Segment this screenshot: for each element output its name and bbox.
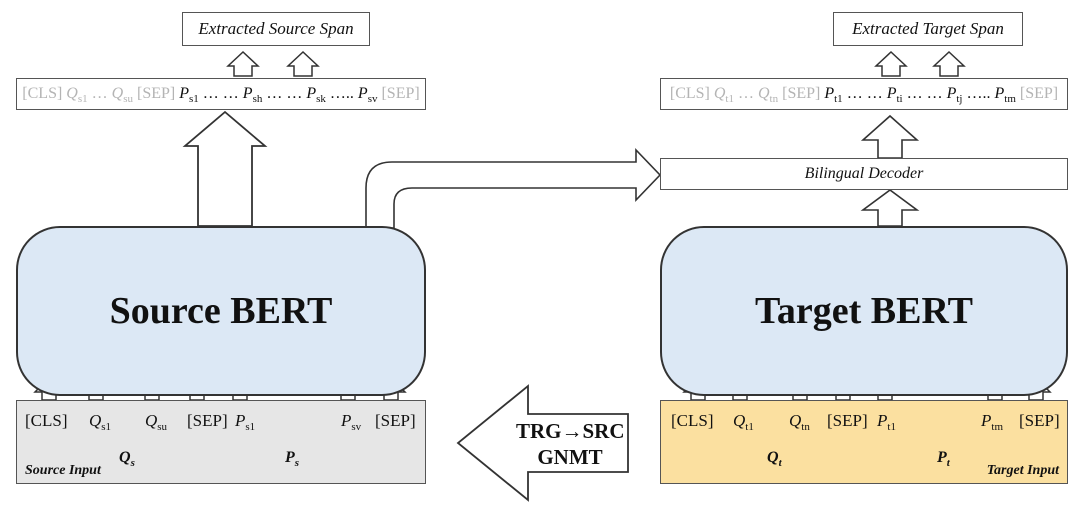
token-sep: [SEP]: [187, 411, 228, 430]
token-q: Q: [789, 411, 802, 430]
target-bert-label: Target BERT: [755, 290, 973, 332]
token-q: Q: [145, 411, 158, 430]
token-p: P: [886, 85, 897, 102]
token-sep: [SEP]: [827, 411, 868, 430]
translation-line1: TRG→SRC: [516, 419, 625, 443]
q-source-label: Qs: [119, 449, 135, 469]
target-input-box: [CLS] Qt1 Qtn [SEP] Pt1 Ptm [SEP] Qt Pt …: [660, 400, 1068, 484]
source-input-box: [CLS] Qs1 Qsu [SEP] Ps1 Psv [SEP] Qs Ps …: [16, 400, 426, 484]
token-sep: [SEP]: [1019, 411, 1060, 430]
token-cls: [CLS]: [669, 85, 710, 102]
small-up-arrow-icon: [286, 50, 320, 77]
token-p: P: [824, 85, 835, 102]
source-input-label: Source Input: [25, 463, 101, 478]
token-sep: [SEP]: [136, 85, 176, 102]
source-bert-label: Source BERT: [109, 290, 333, 332]
token-q: Q: [757, 85, 770, 102]
big-up-arrow-icon: [182, 110, 268, 227]
token-q: Q: [89, 411, 102, 430]
translation-line2: GNMT: [537, 445, 603, 469]
token-sep: [SEP]: [1019, 85, 1059, 102]
token-p: P: [306, 85, 317, 102]
token-p: P: [981, 411, 992, 430]
p-target-label: Pt: [937, 449, 950, 469]
token-p: P: [357, 85, 368, 102]
token-q: Q: [713, 85, 726, 102]
token-q: Q: [111, 85, 124, 102]
token-cls: [CLS]: [25, 411, 68, 430]
token-sep: [SEP]: [782, 85, 821, 102]
bilingual-decoder-box: Bilingual Decoder: [660, 158, 1068, 190]
token-p: P: [877, 411, 888, 430]
translation-label: TRG→SRC GNMT: [516, 418, 625, 470]
token-cls: [CLS]: [22, 85, 63, 102]
source-output-tokens-box: [CLS] Qs1 … Qsu [SEP] Ps1 … … Psh … … Ps…: [16, 78, 426, 110]
token-cls: [CLS]: [671, 411, 714, 430]
small-up-arrow-icon: [226, 50, 260, 77]
extracted-target-span-box: Extracted Target Span: [833, 12, 1023, 46]
token-sep: [SEP]: [381, 85, 420, 102]
token-p: P: [994, 85, 1005, 102]
extracted-source-span-box: Extracted Source Span: [182, 12, 370, 46]
target-input-label: Target Input: [986, 463, 1059, 478]
bent-arrow-icon: [365, 148, 662, 229]
up-arrow-icon: [860, 114, 920, 159]
q-target-label: Qt: [767, 449, 782, 469]
token-sep: [SEP]: [375, 411, 416, 430]
target-output-tokens-box: [CLS] Qt1 … Qtn [SEP] Pt1 … … Pti … … Pt…: [660, 78, 1068, 110]
token-q: Q: [66, 85, 78, 102]
translation-left-arrow-icon: [456, 384, 629, 502]
token-p: P: [235, 411, 246, 430]
token-p: P: [341, 411, 352, 430]
extracted-source-span-label: Extracted Source Span: [198, 19, 354, 38]
source-bert-box: Source BERT: [16, 226, 426, 396]
small-up-arrow-icon: [874, 50, 908, 77]
target-bert-box: Target BERT: [660, 226, 1068, 396]
token-p: P: [179, 85, 189, 102]
p-source-label: Ps: [285, 449, 300, 469]
up-arrow-icon: [860, 189, 920, 227]
token-q: Q: [733, 411, 746, 430]
extracted-target-span-label: Extracted Target Span: [852, 19, 1004, 38]
small-up-arrow-icon: [932, 50, 966, 77]
token-p: P: [946, 85, 957, 102]
token-p: P: [242, 85, 253, 102]
bilingual-decoder-label: Bilingual Decoder: [804, 165, 924, 182]
